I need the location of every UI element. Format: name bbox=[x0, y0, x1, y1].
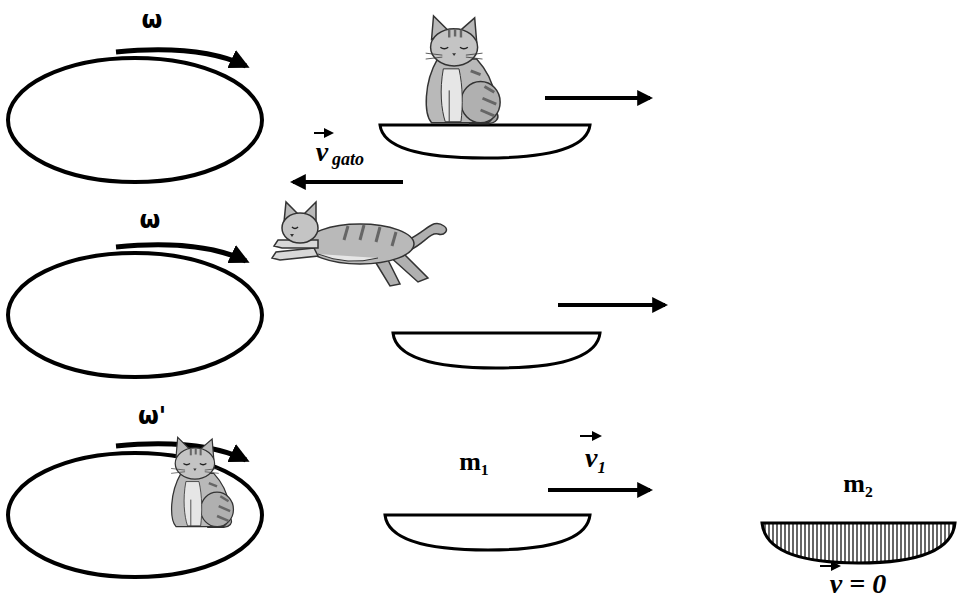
angular-velocity: ω bbox=[140, 207, 161, 233]
angular-velocity: ω bbox=[142, 7, 163, 33]
velocity-subscript: gato bbox=[332, 150, 364, 170]
velocity-symbol: v bbox=[316, 137, 328, 168]
velocity-label: v₁ bbox=[585, 443, 607, 474]
mass-label: m₂ bbox=[843, 470, 872, 499]
angular-velocity: ω' bbox=[138, 403, 166, 429]
mass-label: m₁ bbox=[459, 448, 488, 477]
velocity-label: v = 0 bbox=[830, 569, 886, 600]
